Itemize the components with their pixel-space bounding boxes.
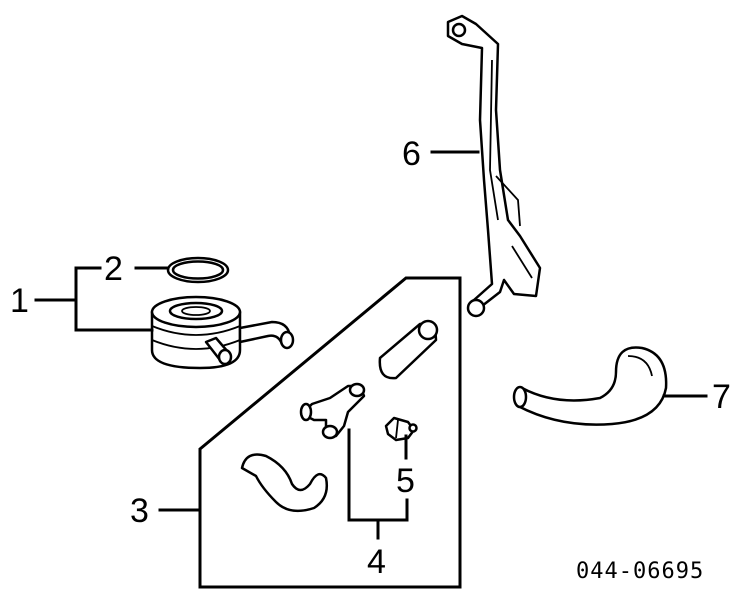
straight-hose-part (378, 319, 439, 380)
leader-lines (34, 150, 708, 540)
diagram-code: 044-06695 (576, 559, 704, 584)
callout-2: 2 (104, 250, 123, 288)
bleeder-plug-part (384, 416, 418, 442)
callout-1: 1 (10, 282, 29, 320)
callout-6: 6 (402, 135, 421, 173)
callout-3: 3 (130, 492, 149, 530)
callout-4: 4 (367, 543, 386, 581)
curved-hose-part (240, 453, 328, 513)
hose-part (512, 346, 668, 426)
kit-box-outline (198, 276, 462, 589)
oil-cooler-part (150, 295, 295, 370)
callout-7: 7 (712, 378, 731, 416)
o-ring-part (166, 256, 230, 284)
union-fitting-part (299, 382, 366, 440)
oil-pipe-part (446, 14, 542, 318)
callout-5: 5 (396, 462, 415, 500)
